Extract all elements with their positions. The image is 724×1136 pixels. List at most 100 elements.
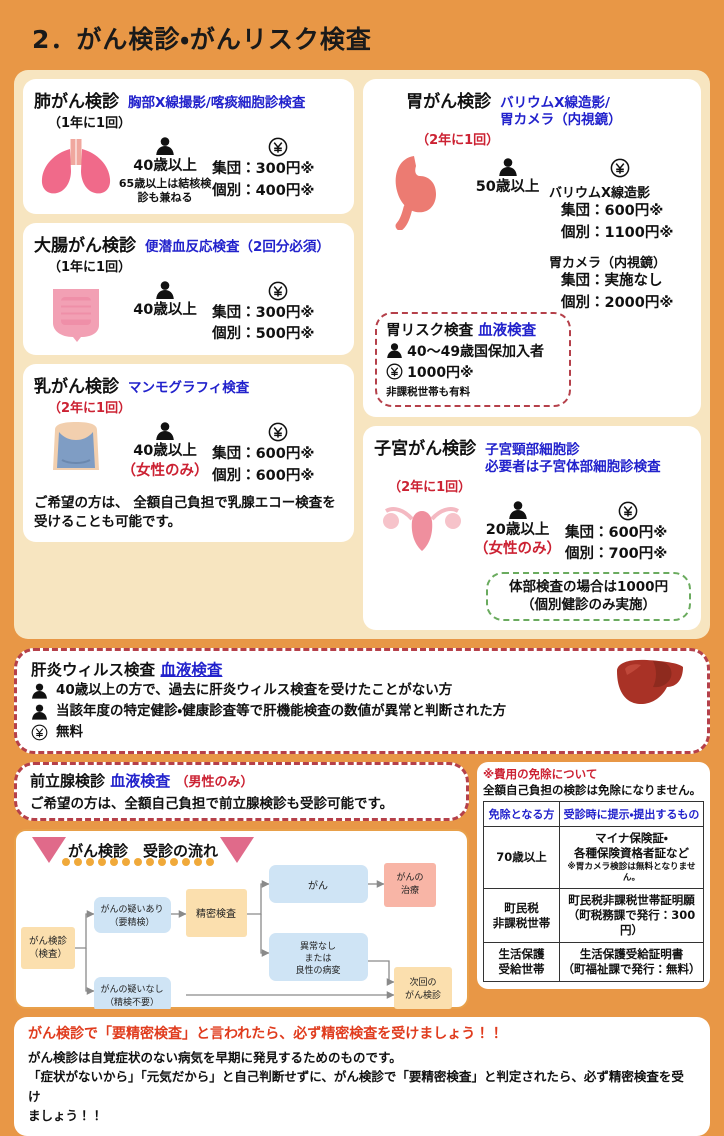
uterus-callout-line1: 体部検査の場合は1000円 [509, 579, 669, 595]
page-title: 2．がん検診・がんリスク検査 [32, 25, 372, 54]
yen-icon [618, 501, 638, 520]
lung-body: 40歳以上 65歳以上は結核検診も兼ねる 集団：300円※ 個別：400円※ [34, 133, 344, 205]
exempt-who-1: 70歳以上 [483, 826, 560, 890]
colon-price-block: 集団：300円※ 個別：500円※ [212, 277, 344, 347]
yen-icon [31, 724, 48, 741]
colon-price-individual: 個別：500円※ [212, 326, 315, 343]
decorative-dots [24, 858, 459, 867]
dot [170, 858, 178, 867]
breast-frequency: （2年に1回） [48, 401, 132, 417]
dot [110, 858, 118, 867]
dot [206, 858, 214, 867]
hepatitis-condition2: 当該年度の特定健診・健康診査等で肝機能検査の数値が異常と判断された方 [56, 703, 507, 720]
person-icon [508, 500, 527, 519]
stomach-risk-target-row: 40～49歳国保加入者 [386, 341, 560, 361]
flow-diagram: がん検診 （検査） がんの疑いあり （要精検） がんの疑いなし （精検不要） 精… [21, 863, 452, 1010]
flow-next-line1: 次回の [409, 976, 436, 988]
uterus-icon [383, 506, 462, 551]
prostate-screening-card: 前立腺検診 血液検査 （男性のみ） ご希望の方は、全額自己負担で前立腺検診も受診… [14, 762, 469, 822]
liver-icon [617, 660, 683, 705]
exempt-doc-2-line1: 町民税非課税世帯証明願 [568, 893, 695, 908]
exempt-doc-1-line2: 各種保険資格者証など [574, 846, 689, 861]
flow-nosuspect-line2: （精検不要） [105, 996, 159, 1008]
hepatitis-header: 肝炎ウィルス検査 血液検査 [31, 658, 693, 680]
flow-treatment-line1: がんの [396, 871, 423, 883]
colon-target-block: 40歳以上 [118, 277, 212, 321]
stomach-risk-callout: 胃リスク検査 血液検査 40～49歳国保加入者 [375, 311, 572, 407]
exempt-doc-2-line2: （町税務課で発行：300円） [567, 908, 696, 938]
dot [134, 858, 142, 867]
stomach-camera-title: 胃カメラ（内視鏡） [549, 256, 667, 272]
exempt-doc-3: 生活保護受給証明書 （町福祉課で発行：無料） [559, 942, 704, 983]
flow-treatment-line2: 治療 [401, 884, 419, 896]
stomach-header: 胃がん検診 バリウムX線造影/ 胃カメラ（内視鏡） [374, 87, 691, 129]
yen-icon [386, 363, 403, 380]
lung-header: 肺がん検診 胸部X線撮影/喀痰細胞診検査 [34, 87, 344, 112]
prostate-title: 前立腺検診 [30, 772, 106, 791]
uterus-callout-line2: （個別健診のみ実施） [521, 597, 657, 614]
colon-organ-illustration [34, 277, 118, 343]
uterus-frequency: （2年に1回） [388, 479, 472, 495]
breast-target-note: （女性のみ） [121, 462, 209, 479]
yen-icon [610, 158, 630, 178]
breast-method: マンモグラフィ検査 [128, 380, 250, 397]
dot [194, 858, 202, 867]
hepatitis-price: 無料 [56, 724, 83, 741]
stomach-camera-group: 集団：実施なし [561, 273, 663, 290]
exempt-who-3-line2: 受給世帯 [498, 962, 545, 977]
stomach-risk-title: 胃リスク検査 [386, 322, 474, 339]
lung-target-block: 40歳以上 65歳以上は結核検診も兼ねる [118, 133, 212, 205]
hepatitis-condition1-row: 40歳以上の方で、過去に肝炎ウィルス検査を受けたことがない方 [31, 680, 693, 701]
uterus-method-line2: 必要者は子宮体部細胞診検査 [485, 458, 661, 475]
uterus-header: 子宮がん検診 子宮頸部細胞診 必要者は子宮体部細胞診検査 [374, 434, 691, 476]
person-icon [156, 137, 174, 155]
breast-body: 40歳以上 （女性のみ） 集団：600円※ 個別：600円※ [34, 418, 344, 488]
breast-price-individual: 個別：600円※ [212, 467, 315, 484]
uterus-title: 子宮がん検診 [374, 438, 477, 459]
person-icon [498, 158, 517, 176]
stomach-title: 胃がん検診 [406, 92, 492, 112]
person-icon [387, 343, 402, 359]
left-column: 肺がん検診 胸部X線撮影/喀痰細胞診検査 （1年に1回） [23, 79, 355, 630]
uterus-target-block: 20歳以上 （女性のみ） [470, 497, 565, 560]
flow-suspect-line2: （要精検） [109, 916, 154, 928]
flow-start-line1: がん検診 [29, 935, 68, 947]
exempt-who-3: 生活保護 受給世帯 [483, 942, 560, 983]
exempt-doc-1-line1: マイナ保険証・ [595, 831, 668, 846]
dot [86, 858, 94, 867]
stomach-risk-price: 1000円※ [407, 364, 474, 381]
header-documents: 受診時に提示・提出するもの [559, 801, 704, 828]
colon-frequency: （1年に1回） [48, 259, 132, 275]
flow-suspect-line1: がんの疑いあり [100, 903, 163, 915]
uterus-organ-illustration [374, 497, 470, 555]
stomach-barium-title: バリウムX線造影 [549, 185, 651, 201]
prostate-note: ご希望の方は、全額自己負担で前立腺検診も受診可能です。 [30, 796, 394, 813]
yen-icon [268, 137, 288, 157]
exemption-title: ※費用の免除について [483, 767, 598, 782]
person-icon [156, 281, 174, 299]
colon-price-group: 集団：300円※ [212, 304, 315, 321]
person-icon [32, 683, 47, 699]
uterus-target: 20歳以上 [485, 521, 550, 538]
stomach-risk-target: 40～49歳国保加入者 [407, 343, 545, 360]
flow-normal-line2: または [304, 953, 331, 964]
breast-target: 40歳以上 [133, 443, 197, 460]
breast-price-block: 集団：600円※ 個別：600円※ [212, 418, 344, 488]
uterus-target-note: （女性のみ） [474, 541, 562, 558]
stomach-frequency: （2年に1回） [416, 132, 500, 148]
stomach-camera-individual: 個別：2000円※ [561, 295, 674, 311]
flow-normal-line1: 異常なし [300, 940, 336, 952]
exempt-doc-2: 町民税非課税世帯証明願 （町税務課で発行：300円） [559, 888, 704, 944]
breast-header: 乳がん検診 マンモグラフィ検査 [34, 372, 344, 397]
stomach-risk-title-blue: 血液検査 [478, 322, 537, 339]
exempt-doc-3-line2: （町福祉課で発行：無料） [562, 962, 701, 977]
lung-target: 40歳以上 [133, 158, 197, 174]
mammography-icon [53, 422, 99, 471]
table-header-row: 免除となる方 受診時に提示・提出するもの [483, 801, 704, 828]
triangle-right-icon [220, 837, 255, 864]
stomach-barium-individual: 個別：1100円※ [561, 224, 674, 241]
flow-heading: がん検診 受診の流れ [68, 841, 219, 860]
exempt-doc-1: マイナ保険証・ 各種保険資格者証など ※胃カメラ検診は無料となりません。 [559, 826, 704, 890]
lower-section: 前立腺検診 血液検査 （男性のみ） ご希望の方は、全額自己負担で前立腺検診も受診… [14, 762, 710, 1010]
stomach-risk-header: 胃リスク検査 血液検査 [386, 319, 560, 340]
